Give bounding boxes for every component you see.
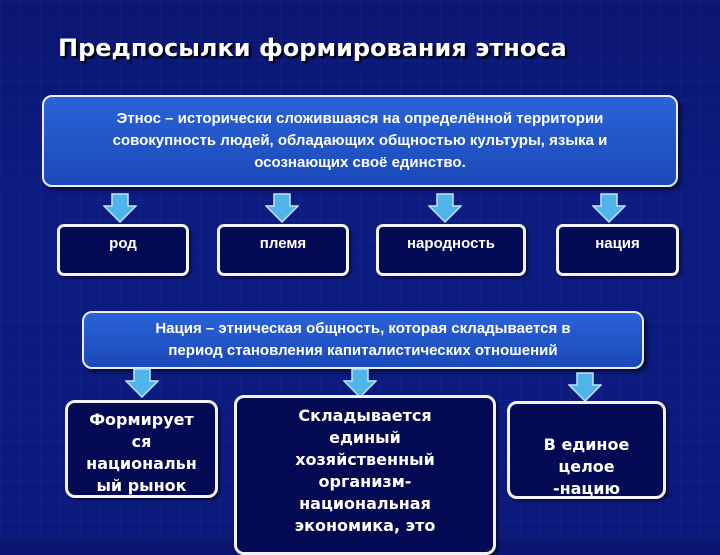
term-rod: род (57, 224, 189, 276)
result-national-economy: Складывается единый хозяйственный органи… (234, 395, 496, 555)
page-title: Предпосылки формирования этноса (58, 34, 567, 62)
result-line: ся (131, 432, 152, 451)
result-line: национальная (299, 494, 431, 513)
result-line: экономика, это (294, 516, 436, 535)
nation-definition-box: Нация – этническая общность, которая скл… (82, 311, 644, 369)
down-arrow-icon (592, 193, 626, 223)
term-natsiya: нация (556, 224, 679, 276)
result-line: В единое (543, 435, 630, 454)
ethnos-definition-line: Этнос – исторически сложившаяся на опред… (116, 110, 604, 127)
result-line: хозяйственный (295, 450, 435, 469)
nation-definition-line: Нация – этническая общность, которая скл… (155, 320, 571, 337)
nation-definition-text: Нация – этническая общность, которая скл… (155, 318, 570, 362)
result-line: Формирует (89, 410, 194, 429)
down-arrow-icon (568, 372, 602, 402)
down-arrow-icon (125, 368, 159, 398)
down-arrow-icon (428, 193, 462, 223)
result-line: ый рынок (96, 476, 187, 495)
result-line: организм- (318, 472, 412, 491)
term-plemya: племя (217, 224, 349, 276)
nation-definition-line: период становления капиталистических отн… (168, 342, 558, 359)
term-narodnost: народность (376, 224, 526, 276)
result-line: национальн (86, 454, 197, 473)
result-line: Складывается (298, 406, 432, 425)
result-united-nation: В единое целое -нацию (507, 401, 666, 499)
result-line: -нацию (552, 479, 621, 498)
result-national-market: Формирует ся национальн ый рынок (65, 400, 218, 498)
ethnos-definition-text: Этнос – исторически сложившаяся на опред… (113, 108, 608, 174)
ethnos-definition-box: Этнос – исторически сложившаяся на опред… (42, 95, 678, 187)
down-arrow-icon (265, 193, 299, 223)
down-arrow-icon (343, 368, 377, 398)
result-line: единый (329, 428, 401, 447)
ethnos-definition-line: осознающих своё единство. (254, 154, 466, 171)
result-line: целое (558, 457, 615, 476)
ethnos-definition-line: совокупность людей, обладающих общностью… (112, 132, 608, 149)
down-arrow-icon (103, 193, 137, 223)
